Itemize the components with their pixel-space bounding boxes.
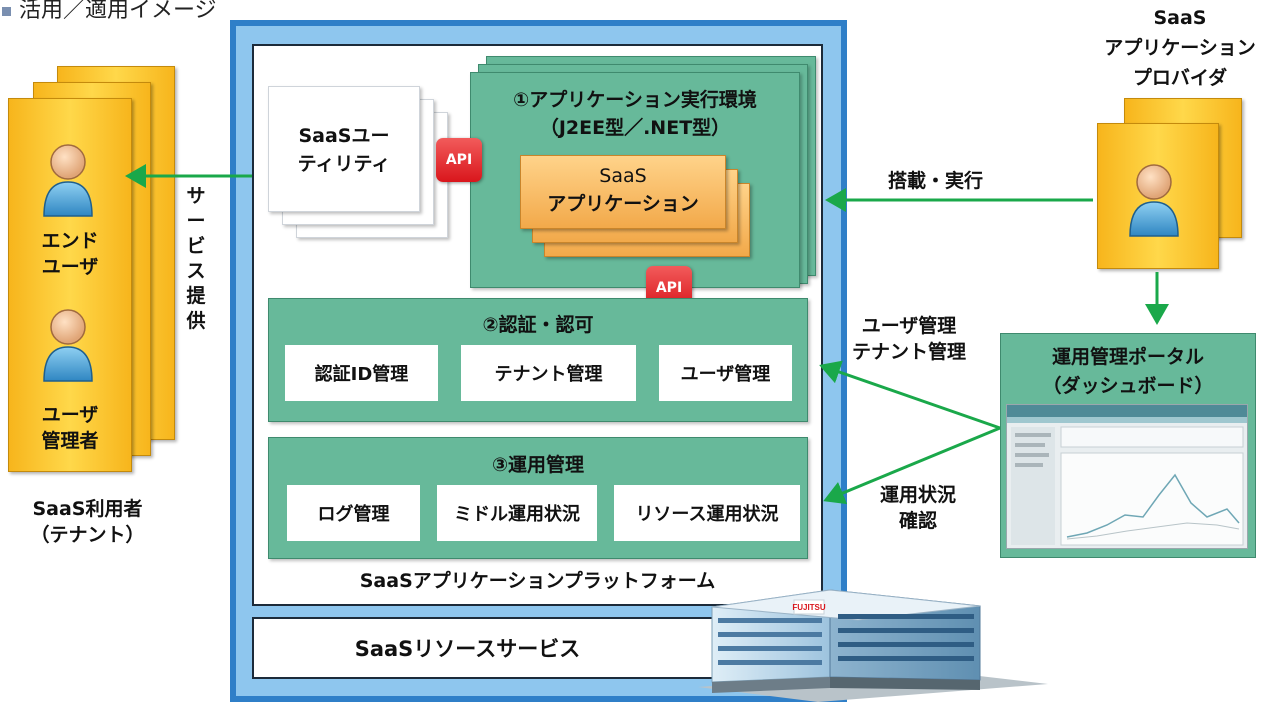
ops-item-resource: リソース運用状況 [614,485,800,541]
auth-item-id: 認証ID管理 [285,345,438,401]
page-heading: 活用／適用イメージ [2,0,217,24]
auth-item-tenant: テナント管理 [461,345,636,401]
datacenter-building-icon: FUJITSU [698,589,1048,702]
provider-label: SaaS アプリケーション プロバイダ [1095,3,1265,93]
dashboard-thumbnail-icon [1007,405,1247,546]
status-arrow-label-line1: 運用状況 [880,484,957,506]
tenant-label: SaaS利用者 （テナント） [0,496,175,548]
provider-label-line2: アプリケーション [1104,37,1256,59]
page-heading-text: 活用／適用イメージ [19,0,217,23]
admin-user-label: ユーザ 管理者 [8,402,132,454]
mgmt-arrow-label-line2: テナント管理 [852,341,967,363]
status-arrow-label-line2: 確認 [899,510,938,532]
building-sign: FUJITSU [792,603,826,612]
ops-item-log: ログ管理 [287,485,420,541]
deploy-arrow-label: 搭載・実行 [888,170,984,192]
service-label-char4: ス [186,260,206,282]
end-user-label-line2: ユーザ [41,256,99,278]
service-label-char5: 提 [186,285,206,307]
end-user-label-line1: エンド [41,230,99,252]
runtime-subtitle: （J2EE型／.NET型） [539,117,731,139]
admin-user-label-line1: ユーザ [41,404,99,426]
utility-label-line1: SaaSユー [298,125,390,147]
tenant-label-line1: SaaS利用者 [32,498,143,520]
auth-item-user: ユーザ管理 [659,345,792,401]
status-arrow-label: 運用状況 確認 [880,482,956,534]
end-user-label: エンド ユーザ [8,228,132,280]
portal-title: 運用管理ポータル [1051,346,1204,368]
app-label-line1: SaaS [599,165,647,187]
app-label: SaaS アプリケーション [520,162,726,218]
portal-subtitle: （ダッシュボード） [1042,375,1214,397]
utility-card [268,86,420,212]
mgmt-arrow-label-line1: ユーザ管理 [861,315,957,337]
utility-label: SaaSユー ティリティ [268,122,420,178]
tenant-label-line2: （テナント） [30,524,145,546]
bullet-icon [2,6,11,16]
provider-label-line1: SaaS [1153,7,1207,29]
ops-title: ③運用管理 [491,454,585,476]
service-provision-label: サ ー ビ ス 提 供 [178,184,214,334]
api-badge-utility: API [436,138,482,182]
status-arrow [823,426,1001,505]
end-user-icon [38,138,98,218]
portal-title-block: 運用管理ポータル （ダッシュボード） [1000,343,1256,401]
dashboard-screenshot [1006,404,1248,549]
app-label-line2: アプリケーション [547,193,699,215]
admin-user-icon [38,303,98,383]
admin-user-label-line2: 管理者 [41,430,99,452]
auth-title: ②認証・認可 [482,314,594,336]
provider-label-line3: プロバイダ [1132,67,1228,89]
runtime-title: ①アプリケーション実行環境 [513,89,757,111]
service-label-char2: ー [186,210,206,232]
mgmt-arrow [819,360,1001,430]
provider-icon [1124,158,1184,238]
utility-label-line2: ティリティ [297,153,391,175]
app-card [520,155,726,229]
service-label-char1: サ [186,185,206,207]
service-label-char6: 供 [186,310,206,332]
ops-item-middleware: ミドル運用状況 [437,485,597,541]
service-label-char3: ビ [186,235,206,257]
platform-label: SaaSアプリケーションプラットフォーム [359,570,716,592]
runtime-title-block: ①アプリケーション実行環境 （J2EE型／.NET型） [470,86,800,142]
mgmt-arrow-label: ユーザ管理 テナント管理 [852,313,966,365]
